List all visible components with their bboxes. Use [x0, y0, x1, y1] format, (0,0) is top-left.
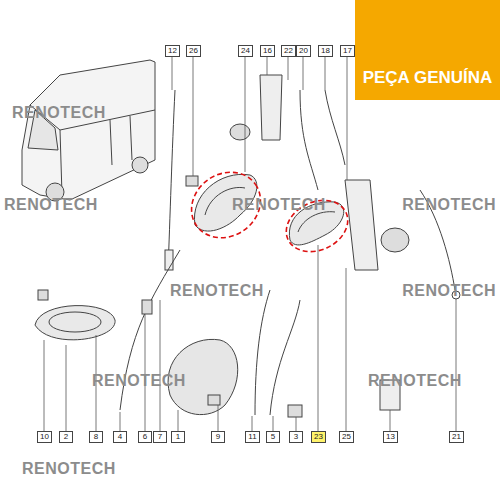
- callout-number: 12: [168, 46, 177, 55]
- callout-box: 6: [138, 431, 152, 443]
- callout-box: 8: [89, 431, 103, 443]
- callout-box: 18: [318, 45, 333, 57]
- callout-box: 22: [281, 45, 296, 57]
- callout-number: 10: [40, 432, 49, 441]
- callout-box: 25: [339, 431, 354, 443]
- callout-number: 9: [216, 432, 220, 441]
- callout-number: 7: [158, 432, 162, 441]
- callout-box: 4: [113, 431, 127, 443]
- callout-box: 5: [266, 431, 280, 443]
- callout-box: 20: [296, 45, 311, 57]
- watermark: RENOTECH: [22, 460, 116, 478]
- brand-text: PEÇA GENUÍNA: [355, 68, 500, 88]
- callout-number: 22: [284, 46, 293, 55]
- callout-number: 11: [248, 432, 256, 441]
- callout-number: 1: [176, 432, 180, 441]
- callout-box: 3: [289, 431, 303, 443]
- callout-number: 8: [94, 432, 98, 441]
- callout-box: 12: [165, 45, 180, 57]
- watermark: RENOTECH: [170, 282, 264, 300]
- callout-box: 23: [311, 431, 326, 443]
- callout-box: 16: [260, 45, 275, 57]
- callout-box: 24: [238, 45, 253, 57]
- callout-number: 2: [64, 432, 68, 441]
- watermark: RENOTECH: [402, 282, 496, 300]
- callout-number: 5: [271, 432, 275, 441]
- callout-number: 16: [263, 46, 272, 55]
- callout-number: 20: [299, 46, 308, 55]
- callout-box: 11: [245, 431, 260, 443]
- callout-number: 3: [294, 432, 298, 441]
- callout-number: 4: [118, 432, 122, 441]
- callout-number: 23: [314, 432, 323, 441]
- callout-number: 18: [321, 46, 330, 55]
- watermark: RENOTECH: [12, 104, 106, 122]
- callout-number: 17: [343, 46, 352, 55]
- watermark: RENOTECH: [368, 372, 462, 390]
- callout-number: 24: [241, 46, 250, 55]
- watermark: RENOTECH: [92, 372, 186, 390]
- callout-number: 6: [143, 432, 147, 441]
- callout-box: 7: [153, 431, 167, 443]
- callout-box: 10: [37, 431, 52, 443]
- callout-number: 13: [386, 432, 395, 441]
- watermark: RENOTECH: [4, 196, 98, 214]
- watermark: RENOTECH: [402, 196, 496, 214]
- watermark: RENOTECH: [232, 196, 326, 214]
- callout-box: 26: [186, 45, 201, 57]
- callout-number: 26: [189, 46, 198, 55]
- callout-number: 25: [342, 432, 351, 441]
- callout-box: 13: [383, 431, 398, 443]
- callout-box: 2: [59, 431, 73, 443]
- genuine-part-badge: PEÇA GENUÍNA: [355, 0, 500, 100]
- callout-number: 21: [452, 432, 461, 441]
- callout-box: 21: [449, 431, 464, 443]
- callout-box: 1: [171, 431, 185, 443]
- callout-box: 9: [211, 431, 225, 443]
- callout-box: 17: [340, 45, 355, 57]
